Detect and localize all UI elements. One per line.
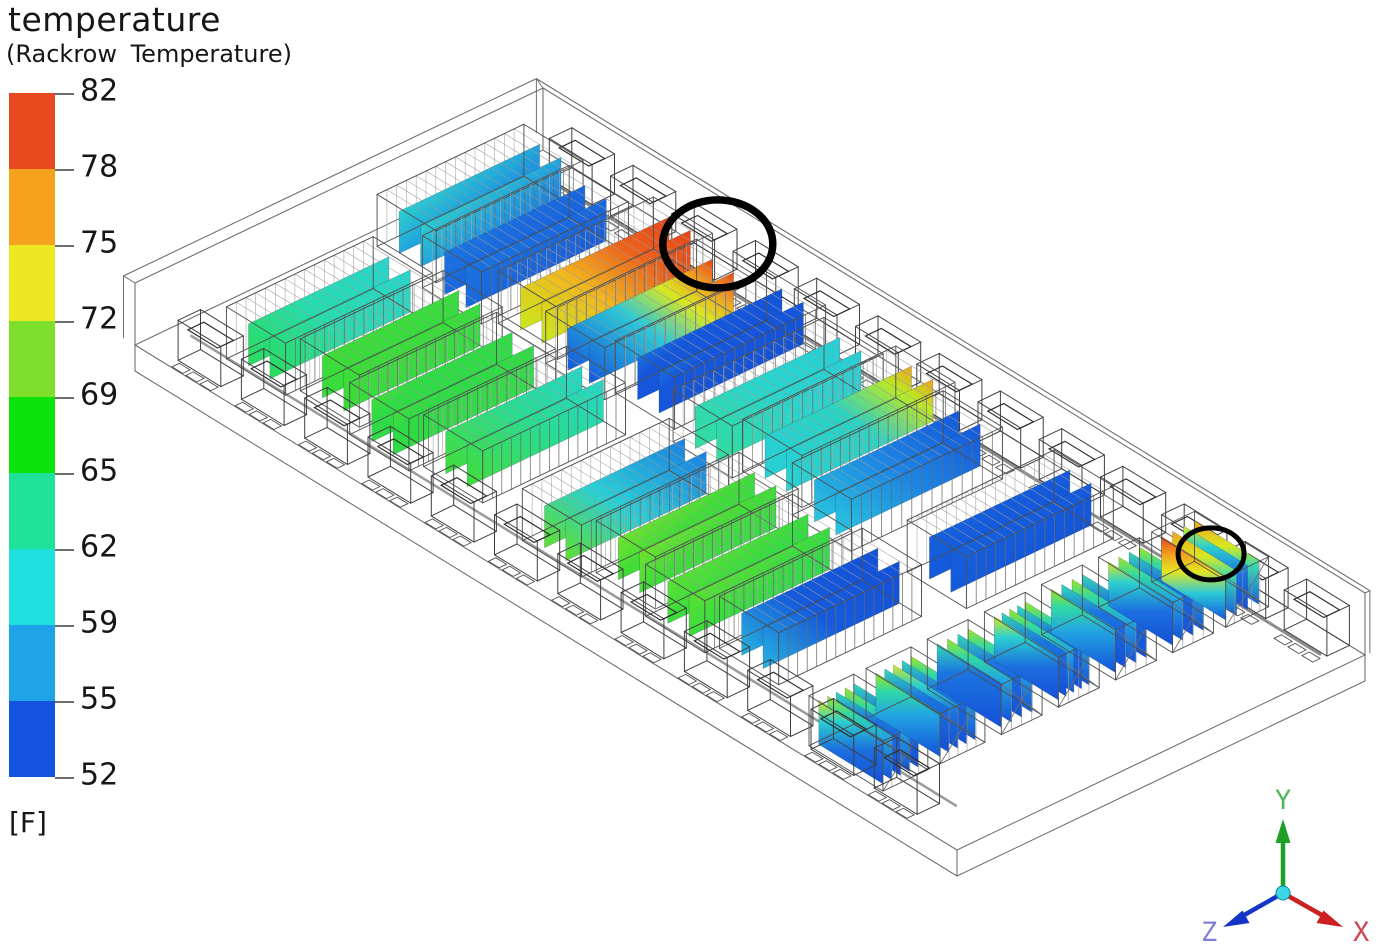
colorbar-segment xyxy=(9,169,55,245)
legend-colorbar xyxy=(9,93,55,777)
rack-row-L8 xyxy=(719,527,922,686)
rack-row-R5 xyxy=(614,268,827,430)
colorbar-tick-label: 55 xyxy=(80,681,119,717)
rack-row-L1 xyxy=(225,236,433,396)
crac-unit xyxy=(1273,578,1350,663)
room-walls xyxy=(122,78,1371,656)
axis-triad: Y Z X xyxy=(1201,785,1369,948)
colorbar-segment xyxy=(9,397,55,473)
colorbar-tick xyxy=(55,701,74,703)
crac-unit xyxy=(424,464,497,547)
colorbar-tick xyxy=(55,777,74,779)
axis-origin xyxy=(1275,885,1291,901)
colorbar-tick xyxy=(55,397,74,399)
short-rack-group-G6 xyxy=(1098,537,1214,654)
hotspot-circle-large xyxy=(659,196,777,292)
axis-label-y: Y xyxy=(1275,785,1291,816)
colorbar-tick-label: 59 xyxy=(80,605,119,641)
crac-unit xyxy=(803,698,877,780)
crac-unit xyxy=(966,390,1044,475)
colorbar-tick xyxy=(55,549,74,551)
rack-row-L2 xyxy=(299,270,503,428)
colorbar-segment xyxy=(9,245,55,321)
colorbar-segment xyxy=(9,625,55,701)
colorbar-tick xyxy=(55,473,74,475)
colorbar-segment xyxy=(9,93,55,169)
legend-unit: [F] xyxy=(9,806,47,839)
crac-unit xyxy=(538,127,615,212)
rack-row-R8 xyxy=(791,390,1003,552)
short-rack-group-G2 xyxy=(865,646,986,765)
rack-row-R9 xyxy=(906,449,1114,609)
crac-unit xyxy=(487,503,561,586)
colorbar-tick-label: 82 xyxy=(80,73,119,109)
hotspot-circle-small xyxy=(1175,525,1247,583)
crac-unit xyxy=(360,425,434,508)
legend-subtitle: (Rackrow Temperature) xyxy=(6,40,292,68)
crac-unit xyxy=(234,348,308,431)
temperature-legend: temperature (Rackrow Temperature) 82 78 75… xyxy=(0,0,330,951)
crac-unit xyxy=(550,542,624,625)
colorbar-tick-label: 72 xyxy=(80,301,119,337)
colorbar-segment xyxy=(9,701,55,777)
crac-unit xyxy=(677,620,751,703)
axis-label-z: Z xyxy=(1201,917,1217,948)
colorbar-tick xyxy=(55,245,74,247)
colorbar-tick-label: 52 xyxy=(80,757,119,793)
colorbar-tick xyxy=(55,625,74,627)
colorbar-tick-label: 62 xyxy=(80,529,119,565)
crac-row-sw xyxy=(171,309,940,819)
colorbar-tick-label: 78 xyxy=(80,149,119,185)
colorbar-tick xyxy=(55,93,74,95)
colorbar-tick-label: 75 xyxy=(80,225,119,261)
colorbar-tick xyxy=(55,321,74,323)
rack-row-L4 xyxy=(423,345,626,504)
axis-label-x: X xyxy=(1353,917,1369,948)
colorbar-tick-label: 65 xyxy=(80,453,119,489)
rack-row-L5 xyxy=(521,417,729,578)
colorbar-segment xyxy=(9,473,55,549)
colorbar-segment xyxy=(9,321,55,397)
legend-title: temperature xyxy=(8,0,221,39)
crac-unit xyxy=(740,659,814,742)
crac-unit xyxy=(297,386,371,469)
crac-unit xyxy=(614,581,687,664)
colorbar-segment xyxy=(9,549,55,625)
colorbar-tick-label: 69 xyxy=(80,377,119,413)
colorbar-tick xyxy=(55,169,74,171)
crac-unit xyxy=(171,309,244,392)
crac-unit xyxy=(867,736,940,819)
